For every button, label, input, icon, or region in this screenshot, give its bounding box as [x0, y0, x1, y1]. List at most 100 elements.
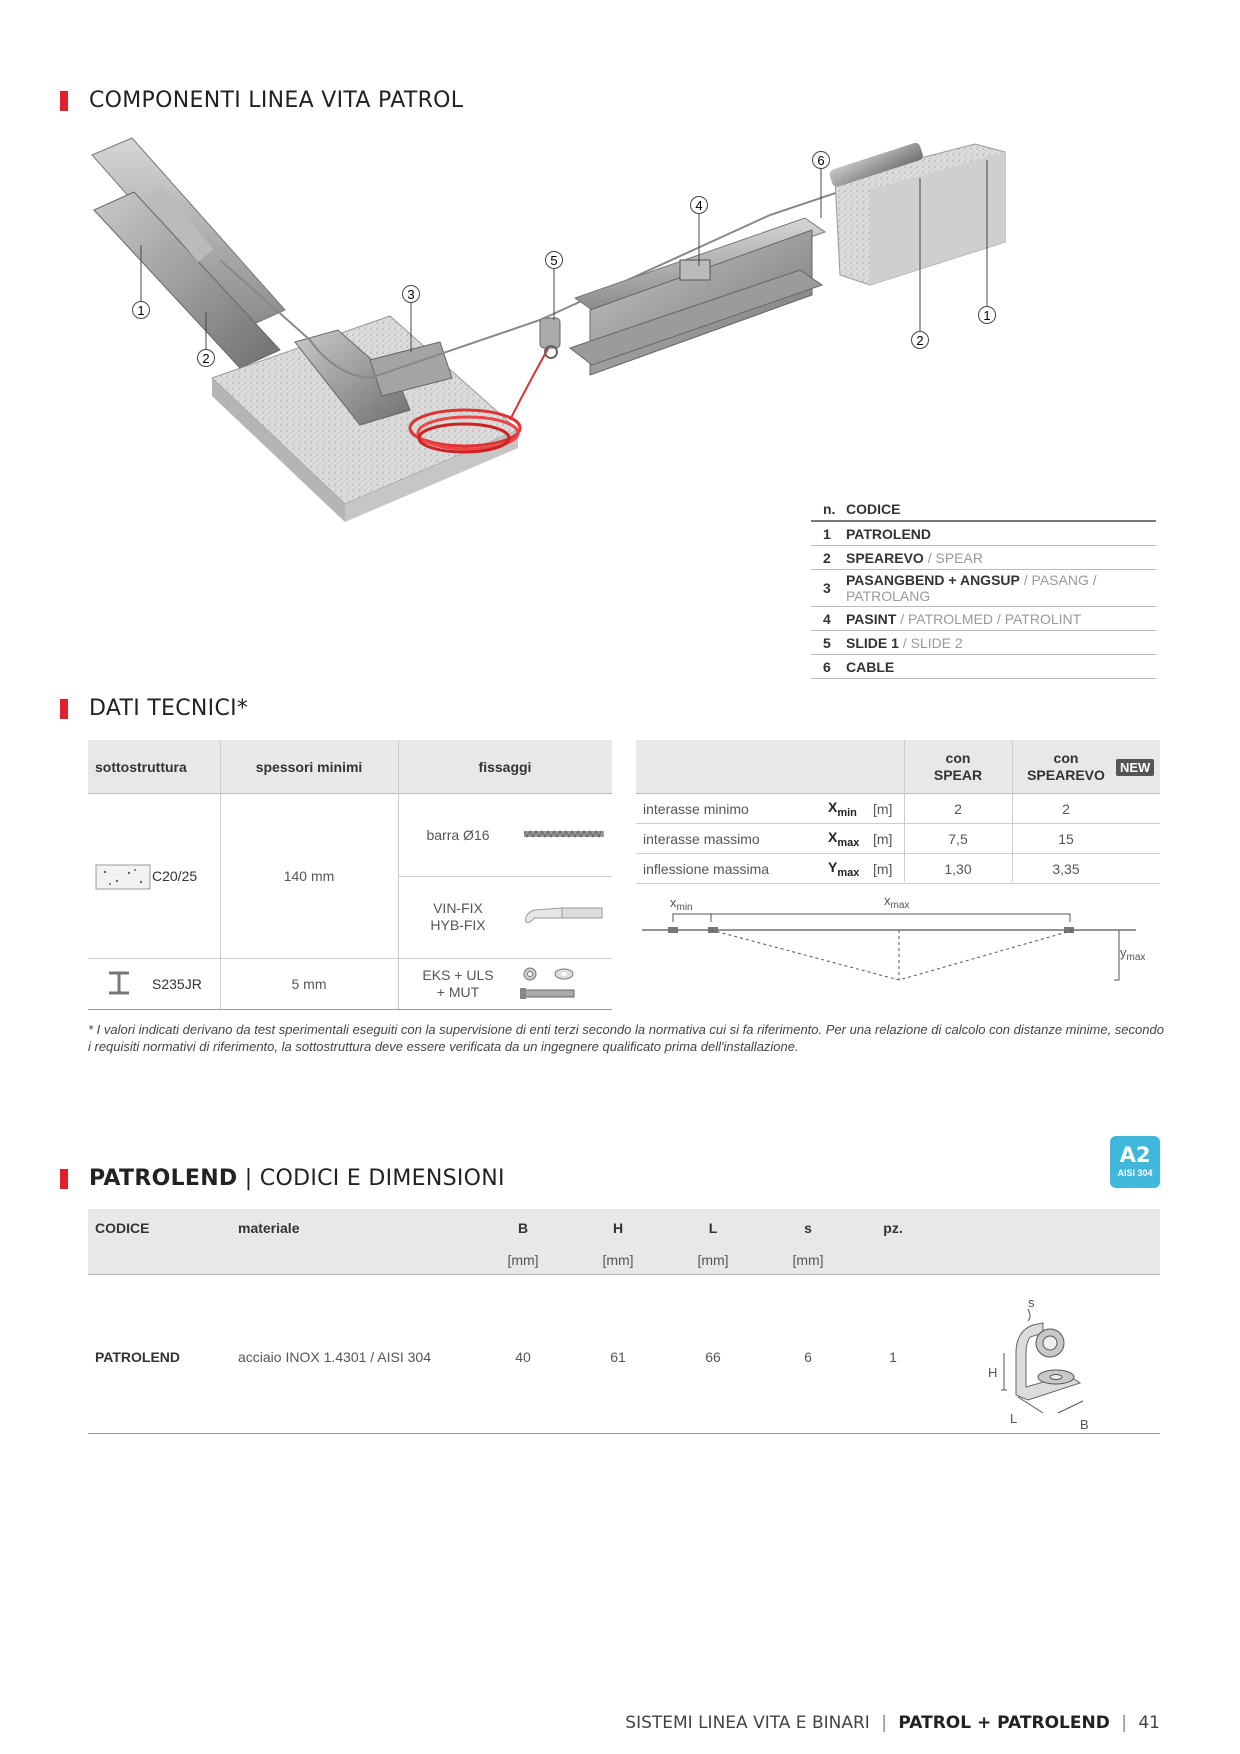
thickness-5: 5 mm	[291, 975, 327, 992]
legend-alt: / PASANG / PATROLANG	[846, 572, 1097, 604]
legend-n: 3	[823, 580, 831, 596]
label-xmax: xmax	[884, 893, 909, 911]
svg-text:1: 1	[983, 308, 990, 323]
row-symbol: Ymax	[828, 858, 860, 879]
table-header	[88, 1209, 1160, 1275]
legend-alt: / SPEAR	[923, 549, 983, 566]
section-title-components: COMPONENTI LINEA VITA PATROL	[60, 88, 463, 113]
callout-4: 4	[690, 196, 708, 214]
section-title-text: COMPONENTI LINEA VITA PATROL	[89, 88, 464, 113]
thickness-140: 140 mm	[283, 867, 335, 884]
legend-n: 5	[823, 634, 831, 651]
svg-text:5: 5	[550, 253, 557, 268]
legend-main: PATROLEND	[846, 525, 932, 542]
section-title-text: PATROLEND | CODICI E DIMENSIONI	[89, 1166, 505, 1191]
legend-row: 5 SLIDE 1 / SLIDE 2	[811, 631, 1156, 655]
section-title-codes: PATROLEND | CODICI E DIMENSIONI	[60, 1166, 505, 1191]
row-h: 61	[610, 1349, 626, 1365]
row-label: interasse massimo	[643, 830, 760, 847]
svg-text:L: L	[1010, 1411, 1017, 1426]
threaded-rod-icon	[524, 830, 604, 839]
legend-alt: / SLIDE 2	[898, 634, 963, 651]
chemical-anchor-icon	[525, 907, 603, 923]
footnote: * I valori indicati derivano da test spe…	[88, 1022, 1164, 1054]
legend-n: 1	[823, 525, 831, 542]
svg-text:1: 1	[137, 303, 144, 318]
page-number: 41	[1138, 1713, 1160, 1733]
new-badge: NEW	[1116, 759, 1155, 776]
tech-table-values: con SPEAR con SPEAREVO NEW interasse min…	[636, 740, 1160, 1010]
svg-text:2: 2	[916, 333, 923, 348]
svg-text:4: 4	[695, 198, 702, 213]
callout-5: 5	[545, 251, 563, 269]
legend-main: CABLE	[846, 658, 895, 675]
legend-main: SLIDE 1	[846, 634, 899, 651]
footer-section: SISTEMI LINEA VITA E BINARI	[625, 1713, 870, 1733]
deflection-diagram: xmin xmax ymax	[642, 893, 1145, 981]
title-accent-bar	[60, 90, 68, 111]
fixing-eks: EKS + ULS + MUT	[422, 967, 494, 1000]
row-code: PATROLEND	[95, 1349, 181, 1365]
legend-alt: / PATROLMED / PATROLINT	[896, 610, 1082, 627]
title-accent-bar	[60, 1168, 68, 1189]
legend-main: PASANGBEND + ANGSUP	[846, 572, 1020, 588]
svg-text:H: H	[988, 1365, 997, 1380]
row-unit: [m]	[873, 800, 893, 817]
unit-b: [mm]	[507, 1252, 539, 1268]
middle-ibeam	[568, 217, 827, 376]
header-con-spear: con SPEAR	[933, 750, 983, 783]
header-con-spearevo: con SPEAREVO	[1027, 750, 1105, 783]
callout-6: 6	[812, 151, 830, 169]
row-unit: [m]	[873, 830, 893, 847]
row-unit: [m]	[873, 860, 893, 877]
bolt-nut-washer-icon	[520, 967, 575, 999]
header-material: materiale	[238, 1220, 300, 1236]
value-spearevo: 15	[1058, 830, 1074, 847]
patrolend-drawing: s H L B	[988, 1295, 1089, 1431]
table-row: interasse massimo Xmax [m] 7,5 15	[636, 824, 1160, 854]
callout-1-right: 1	[978, 306, 996, 324]
row-label: interasse minimo	[643, 800, 749, 817]
callout-3: 3	[402, 285, 420, 303]
header-pz: pz.	[883, 1220, 903, 1236]
legend-main: SPEAREVO	[846, 549, 924, 566]
callout-1-left: 1	[132, 301, 150, 319]
tech-table-substructure: sottostruttura spessori minimi fissaggi …	[88, 740, 612, 1010]
page-footer: SISTEMI LINEA VITA E BINARI | PATROL + P…	[625, 1713, 1160, 1733]
title-accent-bar	[60, 698, 68, 719]
fixing-barra: barra Ø16	[426, 826, 490, 843]
slide-device	[539, 317, 561, 359]
row-s: 6	[804, 1349, 812, 1365]
value-spearevo: 2	[1062, 800, 1070, 817]
label-xmin: xmin	[670, 895, 693, 913]
callout-2-right: 2	[911, 331, 929, 349]
header-code: CODICE	[95, 1220, 150, 1236]
steel-profile-icon	[109, 971, 129, 995]
label-ymax: ymax	[1120, 945, 1145, 963]
header-thickness: spessori minimi	[255, 758, 363, 775]
table-row: inflessione massima Ymax [m] 1,30 3,35	[636, 854, 1160, 884]
legend-row: 3 PASANGBEND + ANGSUP / PASANG / PATROLAN…	[811, 570, 1156, 607]
value-spearevo: 3,35	[1052, 860, 1080, 877]
table-header	[636, 740, 1160, 794]
legend-row: 1 PATROLEND	[811, 522, 1156, 546]
section-title-technical: DATI TECNICI*	[60, 696, 248, 721]
value-spear: 1,30	[944, 860, 972, 877]
footer-product: PATROL + PATROLEND	[898, 1713, 1110, 1733]
stone-block	[829, 142, 1006, 286]
header-fixings: fissaggi	[478, 758, 532, 775]
unit-s: [mm]	[792, 1252, 824, 1268]
row-pz: 1	[889, 1349, 897, 1365]
substructure-c2025: C20/25	[152, 867, 198, 884]
row-label: inflessione massima	[643, 860, 770, 877]
row-l: 66	[705, 1349, 721, 1365]
value-spear: 2	[954, 800, 962, 817]
header-l: L	[708, 1220, 718, 1236]
section-title-text: DATI TECNICI*	[89, 696, 249, 721]
row-symbol: Xmax	[828, 828, 860, 849]
legend-n: 4	[823, 610, 831, 627]
svg-text:6: 6	[817, 153, 824, 168]
